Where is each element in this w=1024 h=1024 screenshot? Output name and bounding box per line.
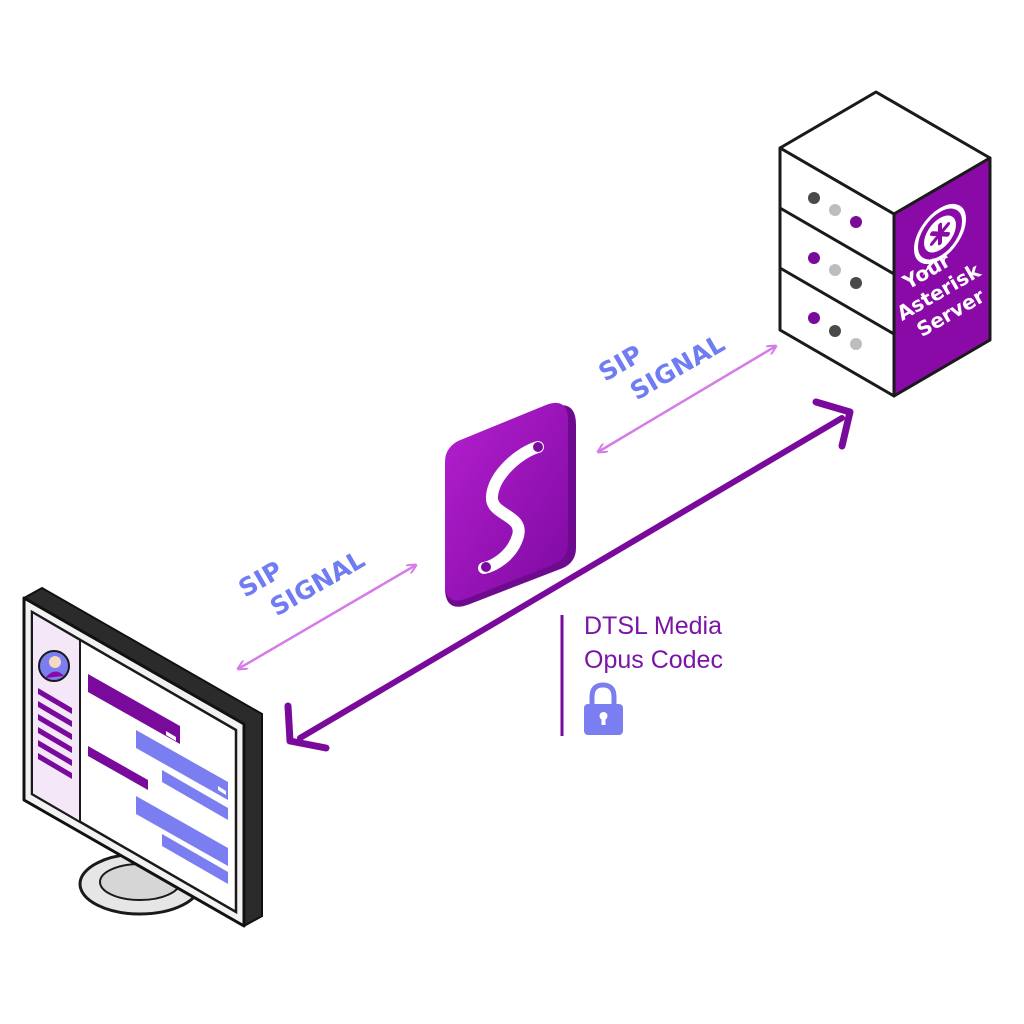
- chat-bubble-incoming: [88, 746, 148, 790]
- sip-arrow-right: [598, 346, 776, 452]
- s-logo-icon: [445, 402, 576, 607]
- chat-bubble-outgoing: [136, 730, 228, 800]
- chat-bubble-outgoing: [162, 770, 228, 820]
- sip-signal-label-right: SIP SIGNAL: [594, 329, 730, 406]
- media-info-line-1: DTSL Media: [584, 612, 722, 640]
- sip-signal-label-left: SIP SIGNAL: [234, 545, 370, 622]
- media-arrow: [284, 398, 854, 752]
- chat-bubble-outgoing: [162, 834, 228, 884]
- server-status-leds: [808, 192, 862, 350]
- chat-bubble-incoming: [88, 674, 180, 744]
- chat-messages: [88, 674, 228, 884]
- media-info-line-2: Opus Codec: [584, 646, 723, 674]
- monitor: [22, 586, 263, 928]
- sidebar-menu-lines: [38, 688, 72, 779]
- sip-arrow-left: [238, 565, 416, 669]
- chat-bubble-outgoing: [136, 796, 228, 866]
- padlock-icon: [584, 682, 623, 735]
- asterisk-server: Your Asterisk Server: [778, 90, 992, 398]
- avatar: [38, 650, 70, 682]
